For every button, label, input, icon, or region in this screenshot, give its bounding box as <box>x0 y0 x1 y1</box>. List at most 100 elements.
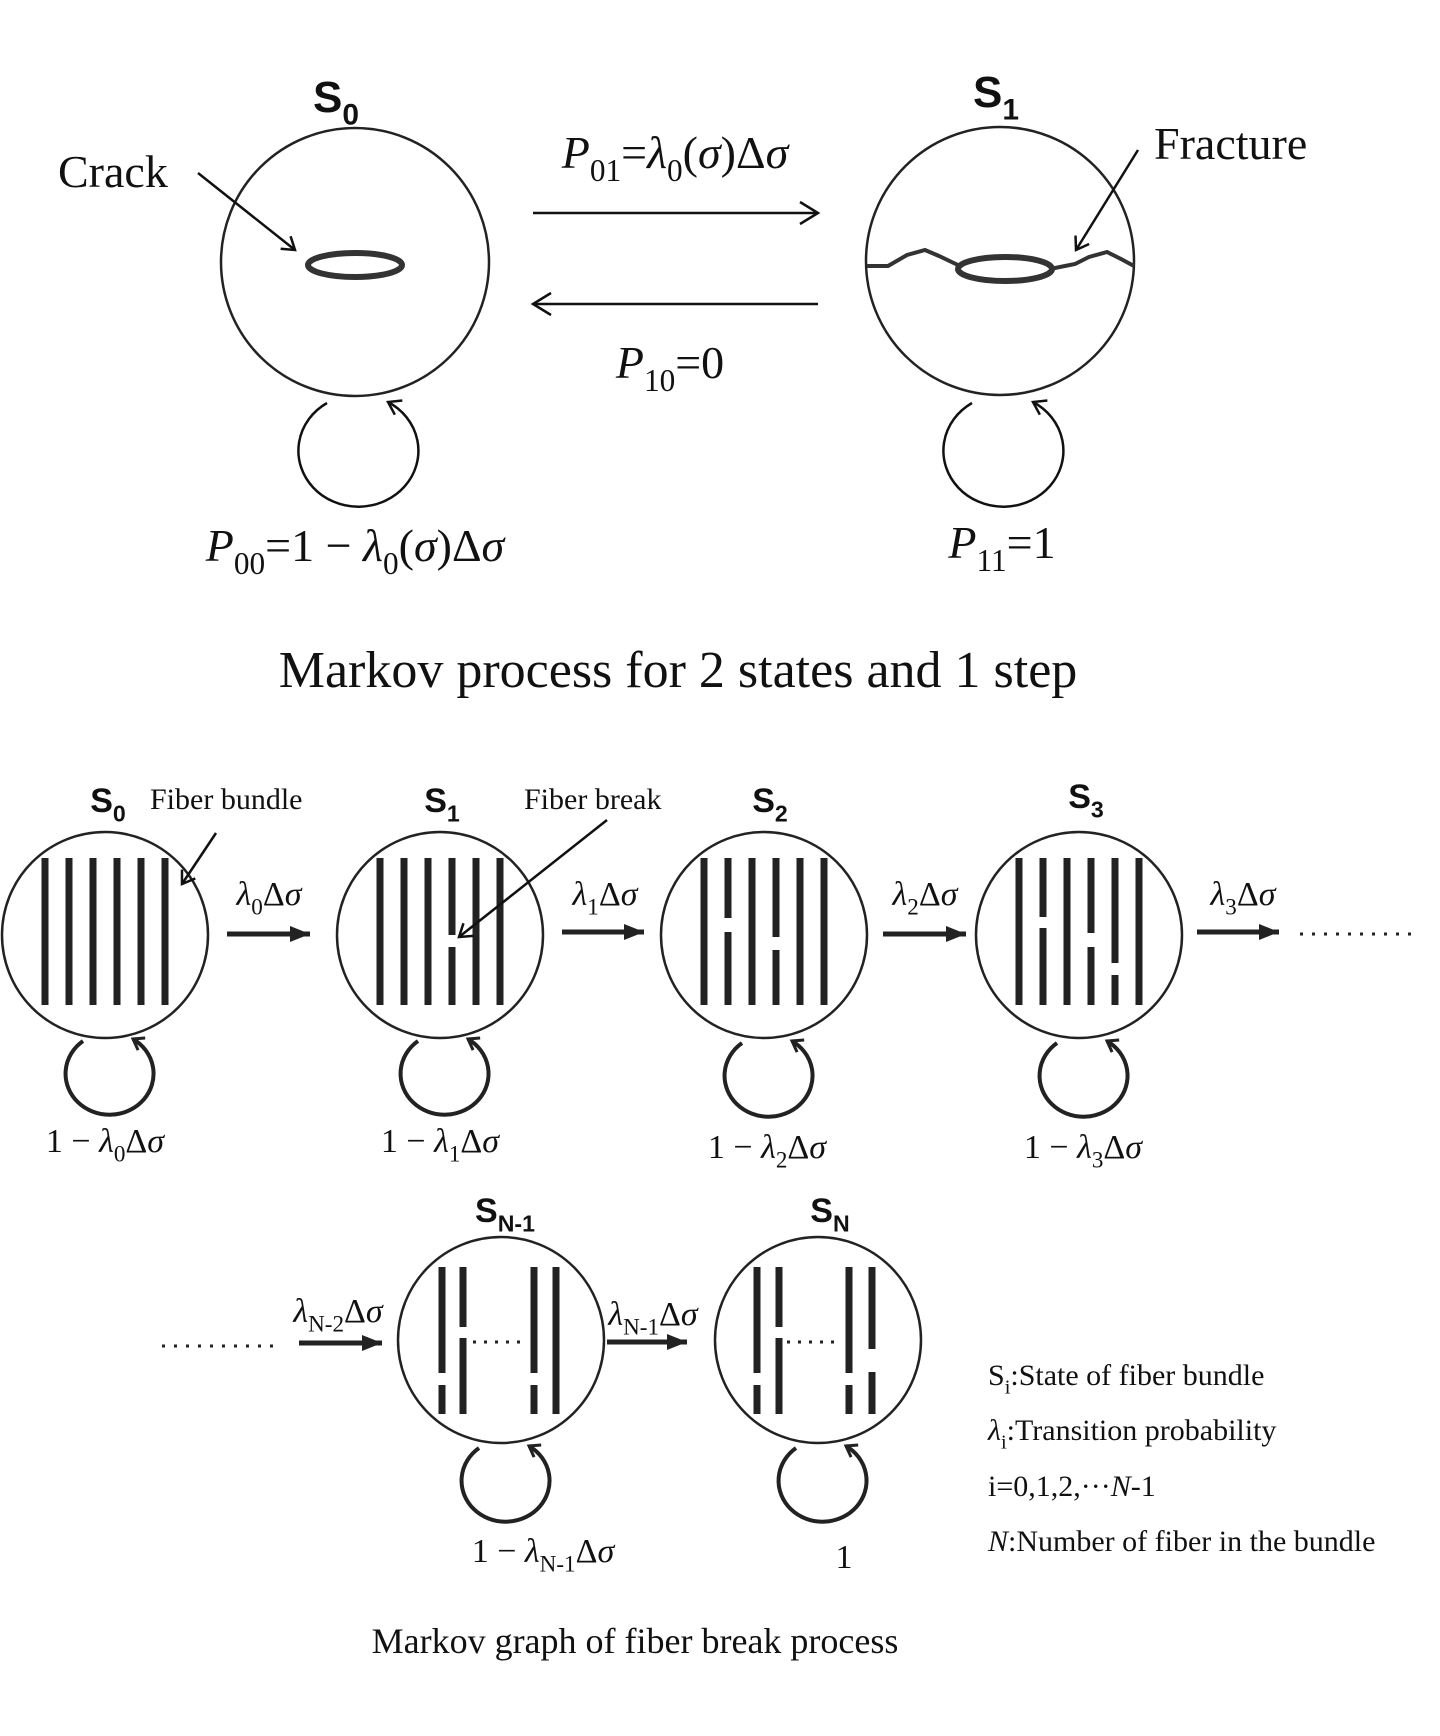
state-label: S1 <box>424 782 460 827</box>
formula-part: 1 <box>449 1142 461 1168</box>
formula-part: 3 <box>1092 1148 1104 1174</box>
formula-part: λ <box>607 1296 623 1333</box>
formula-part: P <box>947 517 976 568</box>
broken-fiber <box>845 1385 853 1414</box>
formula-part: Δ <box>263 876 285 913</box>
self-loop-arrow <box>722 1038 815 1119</box>
fiber <box>65 858 73 1005</box>
state-label: SN <box>810 1192 849 1237</box>
formula-part: σ <box>681 1296 699 1333</box>
crack-pointer-arrow <box>197 172 297 252</box>
formula-part: 1 <box>447 801 460 827</box>
formula-part: 01 <box>590 153 621 188</box>
formula-part: 1 <box>836 1539 853 1576</box>
formula-part: 0 <box>383 546 399 581</box>
self-loop-0 <box>297 399 420 508</box>
fiber <box>700 858 708 1005</box>
formula-part: ( <box>399 520 414 571</box>
p10-label: P10=0 <box>615 337 724 398</box>
formula-part: σ <box>1259 876 1277 913</box>
formula-part: λ <box>236 876 252 913</box>
fiber <box>472 858 480 1005</box>
formula-part: 1 − <box>1024 1129 1077 1166</box>
broken-fiber <box>1039 858 1047 917</box>
broken-fiber <box>448 947 456 1005</box>
state-circle <box>659 830 869 1040</box>
formula-part: λ <box>524 1533 540 1570</box>
broken-fiber <box>772 950 780 1005</box>
formula-part: S <box>973 68 1002 117</box>
broken-fiber <box>1111 858 1119 963</box>
formula-part: S <box>424 782 447 820</box>
broken-fiber <box>1111 975 1119 1005</box>
formula-part: σ <box>809 1129 827 1166</box>
fiber-break-label: Fiber break <box>524 783 661 816</box>
state-0-circle <box>219 126 491 398</box>
broken-fiber <box>868 1372 876 1414</box>
self-loop-arrow <box>63 1036 156 1117</box>
fiber <box>400 858 408 1005</box>
fiber <box>89 858 97 1005</box>
transition-label: λ3Δσ <box>1210 876 1277 921</box>
self-loop-arrow <box>398 1036 491 1117</box>
top-diagram: S0 S1 Crack Fracture P01=λ0(σ)Δσ P10=0 P… <box>58 68 1307 699</box>
broken-fiber <box>438 1385 446 1414</box>
self-loop-arrow <box>459 1443 552 1524</box>
self-loop-arrow <box>776 1443 869 1524</box>
legend-item-state: Si:State of fiber bundle <box>988 1359 1264 1398</box>
fiber-break-pointer-arrow <box>457 819 608 939</box>
formula-part: 1 − <box>472 1533 525 1570</box>
fiber-bundle-pointer-arrow <box>180 832 218 886</box>
formula-part: λ <box>433 1123 449 1160</box>
formula-part: i <box>1005 1376 1011 1398</box>
fiber <box>796 858 804 1005</box>
formula-part: Δ <box>576 1533 598 1570</box>
state-label: S0 <box>90 782 126 827</box>
formula-part: S <box>90 782 113 820</box>
formula-part: σ <box>482 1123 500 1160</box>
fiber <box>1063 858 1071 1005</box>
broken-fiber <box>845 1267 853 1373</box>
formula-part: N-2 <box>308 1312 344 1338</box>
formula-part: 00 <box>234 546 265 581</box>
self-loop-label: 1 − λ3Δσ <box>1024 1129 1143 1174</box>
formula-part: i <box>1001 1431 1007 1453</box>
formula-part: ( <box>683 127 698 178</box>
fiber <box>748 858 756 1005</box>
formula-part: 1 <box>587 895 599 921</box>
broken-fiber <box>459 1267 467 1327</box>
formula-part: =1 <box>1007 517 1056 568</box>
formula-part: 0 <box>667 153 683 188</box>
formula-part: σ <box>414 520 439 571</box>
formula-part: Δ <box>919 876 941 913</box>
fiber <box>113 858 121 1005</box>
transition-label: λN-1Δσ <box>607 1296 699 1341</box>
legend: Si:State of fiber bundle λi:Transition p… <box>987 1359 1375 1558</box>
broken-fiber <box>530 1267 538 1373</box>
broken-fiber <box>448 858 456 935</box>
state-1-label: S1 <box>973 68 1019 126</box>
formula-part: 1 <box>1002 93 1019 126</box>
formula-part: N <box>833 1211 850 1237</box>
formula-part: =0 <box>675 337 724 388</box>
state-circle <box>396 1235 606 1445</box>
formula-part: 1 − <box>46 1123 99 1160</box>
state-label: SN-1 <box>475 1192 535 1237</box>
fiber <box>137 858 145 1005</box>
formula-part: S <box>313 73 342 122</box>
formula-part: 3 <box>1091 797 1104 823</box>
self-loop-label: 1 − λN-1Δσ <box>472 1533 616 1578</box>
formula-part: σ <box>766 127 791 178</box>
formula-part: σ <box>621 876 639 913</box>
broken-fiber <box>530 1385 538 1414</box>
formula-part: )Δ <box>721 127 766 178</box>
formula-part: 2 <box>776 1148 788 1174</box>
bottom-caption: Markov graph of fiber break process <box>372 1621 899 1661</box>
fracture-label: Fracture <box>1154 118 1307 169</box>
broken-fiber <box>772 858 780 937</box>
formula-part: λ <box>292 1293 308 1330</box>
p01-label: P01=λ0(σ)Δσ <box>561 127 791 188</box>
formula-part: S <box>810 1192 833 1230</box>
broken-fiber <box>868 1267 876 1349</box>
